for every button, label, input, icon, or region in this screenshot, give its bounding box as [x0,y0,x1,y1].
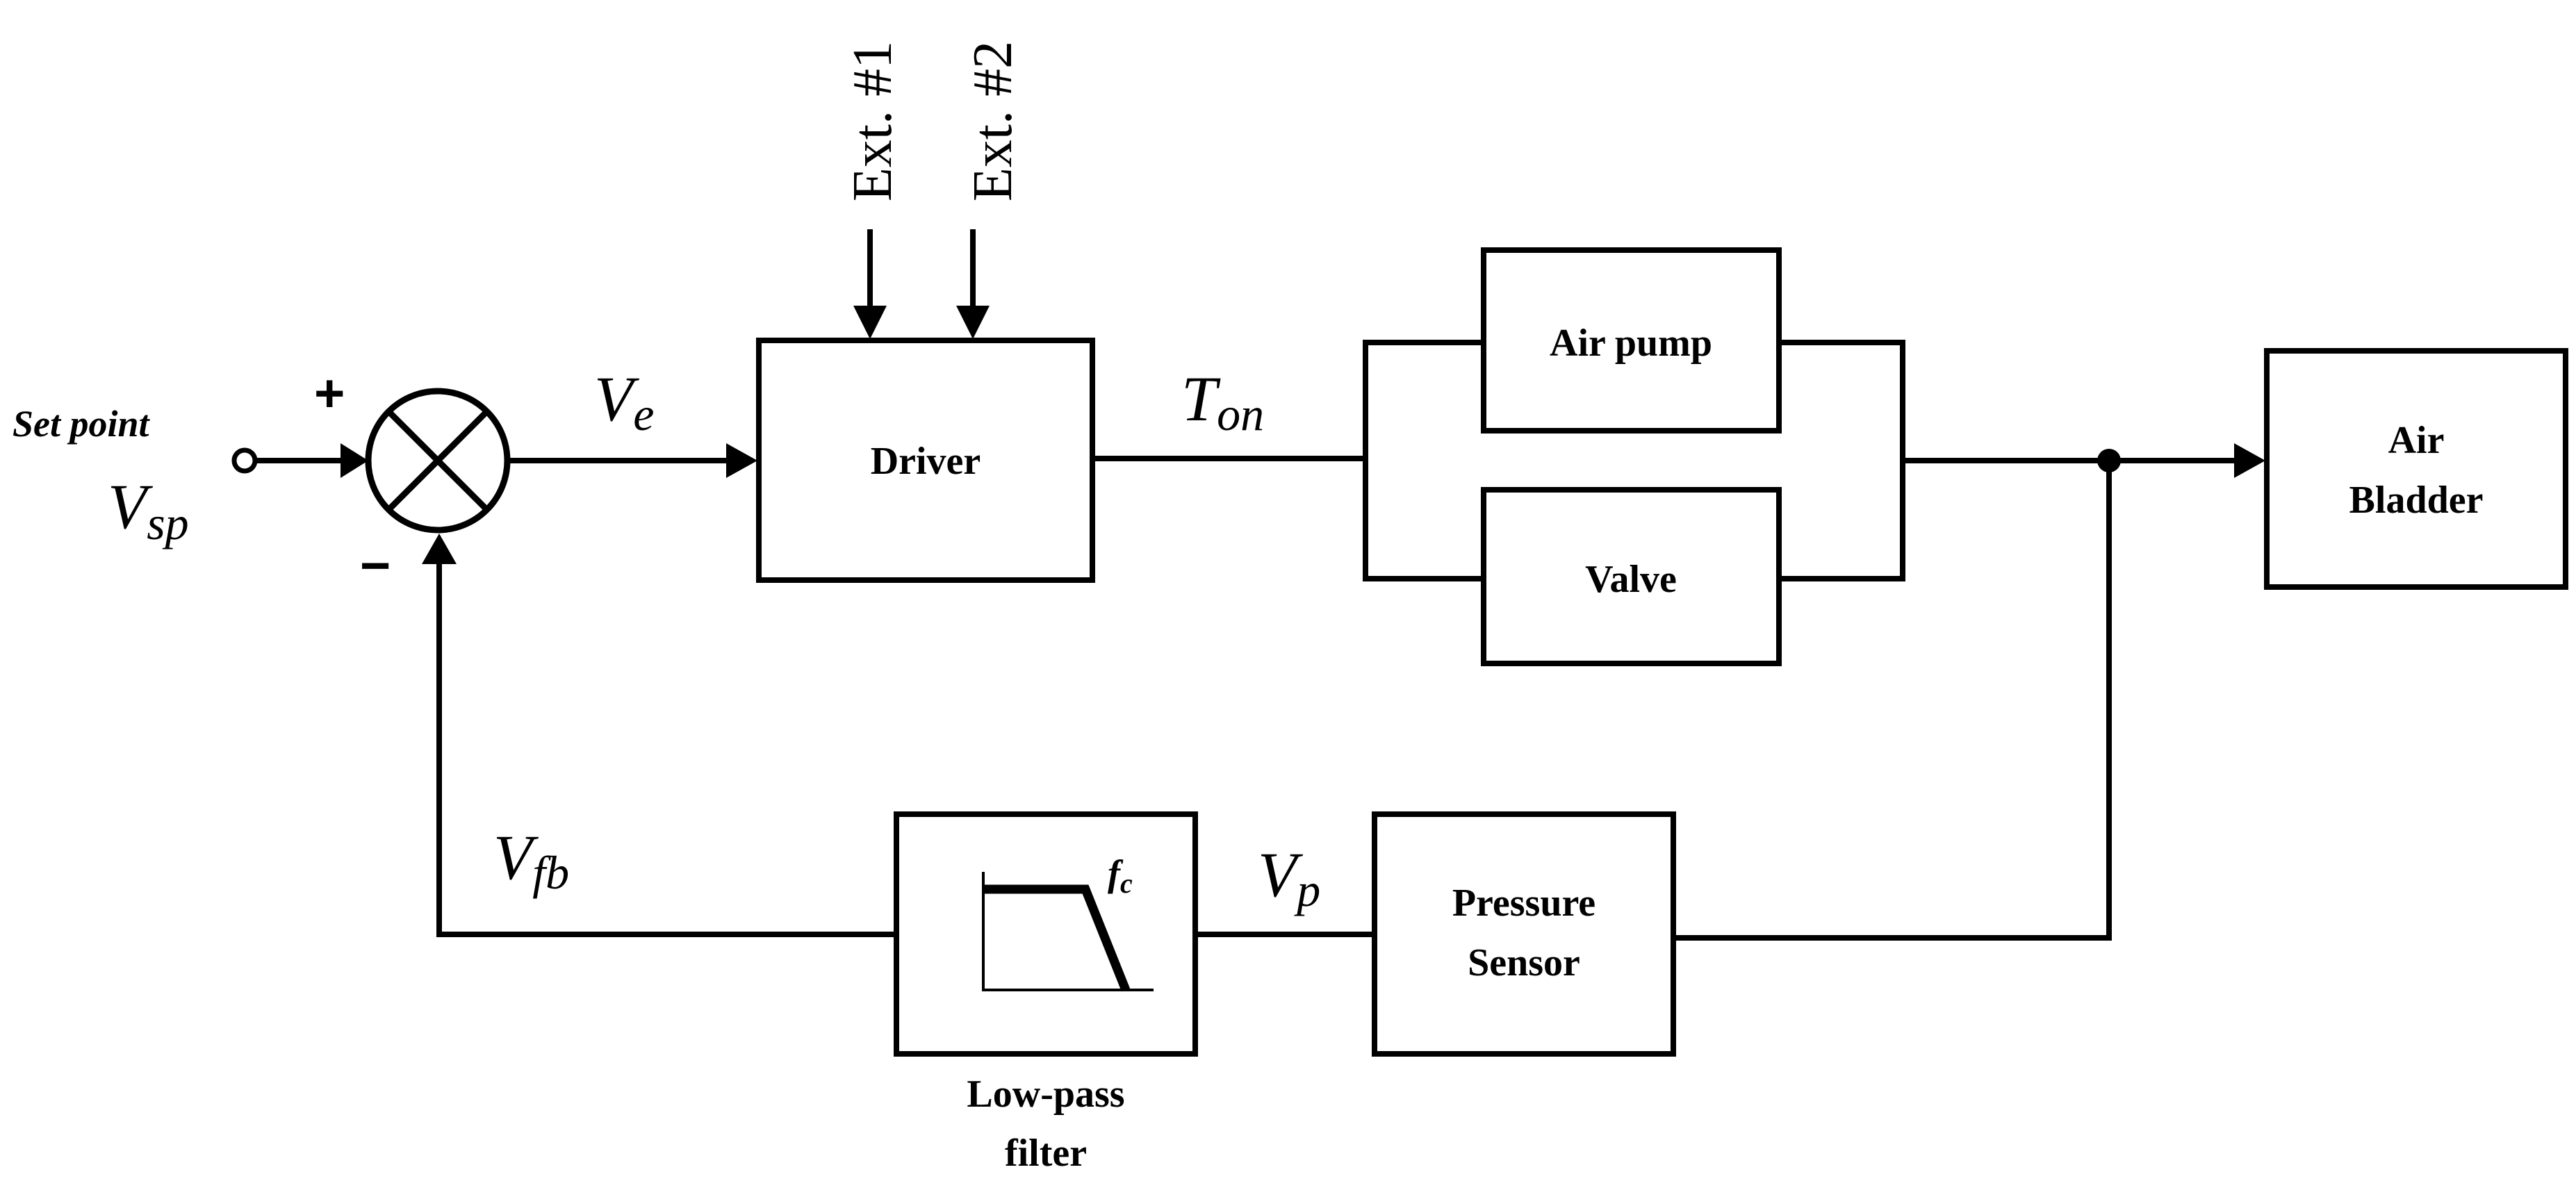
driver-block [756,338,1095,583]
ext2-label: Ext. #2 [962,41,1024,201]
ve-arrowhead [726,443,757,478]
driver-label: Driver [871,440,981,483]
valve-block [1481,487,1782,666]
minus-sign: − [360,536,391,595]
valve-label: Valve [1585,558,1677,601]
setpoint-symbol-main: V [108,471,154,542]
setpoint-label: Set point [13,403,151,445]
filter-caption-line1: Low-pass [967,1073,1124,1116]
air-pump-label: Air pump [1550,322,1712,365]
setpoint-symbol: Vsp [108,471,189,550]
setpoint-symbol-sub: sp [147,497,188,550]
vp-label: Vp [1258,839,1320,916]
pressure-sensor-label-line2: Sensor [1468,941,1580,984]
ext1-label: Ext. #1 [842,41,903,201]
feedback-tap-wire [1676,461,2112,941]
filter-caption-line2: filter [1005,1132,1087,1175]
pressure-sensor-block [1372,811,1676,1057]
merge-right-wire [1779,340,1905,581]
ton-label: Ton [1181,363,1264,440]
air-bladder-label-line1: Air [2388,419,2445,462]
air-bladder-label-line2: Bladder [2349,479,2484,522]
ve-label: Ve [594,363,654,440]
vfb-wire [436,563,896,937]
filter-axes-icon [982,872,1154,991]
pressure-sensor-label-line1: Pressure [1452,882,1595,925]
vfb-label: Vfb [493,822,569,899]
split-left-wire [1363,340,1484,581]
plus-sign: + [314,364,345,423]
ext1-arrowhead [853,306,887,339]
air-bladder-block [2264,348,2568,590]
filter-cutoff-label: fc [1108,852,1133,899]
input-terminal [231,447,258,474]
output-arrowhead [2234,443,2265,478]
ext2-arrowhead [956,306,990,339]
air-pump-block [1481,247,1782,433]
summing-junction [365,388,511,534]
filter-response-icon [983,884,1131,992]
low-pass-filter-block [894,811,1198,1057]
setpoint-arrowhead [341,443,368,478]
vfb-arrowhead [422,534,457,564]
